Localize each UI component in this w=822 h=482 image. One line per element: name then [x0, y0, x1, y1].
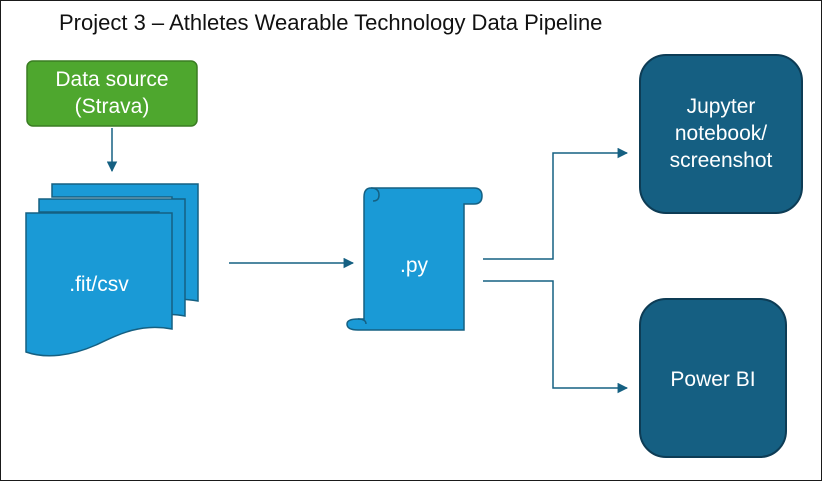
data-source-label-line2: (Strava): [75, 95, 150, 118]
arrow-script-to-jupyter: [483, 147, 629, 260]
powerbi-output-box: [639, 298, 787, 458]
diagram-title: Project 3 – Athletes Wearable Technology…: [59, 10, 602, 35]
data-source-node: Data source (Strava): [26, 60, 198, 127]
python-script-node: .py: [346, 187, 483, 331]
data-files-node: .fit/csv: [25, 183, 199, 357]
scroll-bottom-curl: [357, 318, 367, 325]
data-source-label-line1: Data source: [55, 68, 168, 91]
jupyter-label-line3: screenshot: [670, 149, 773, 172]
jupyter-label-line2: notebook/: [675, 122, 767, 145]
data-file-front-page: [25, 212, 173, 357]
arrow-script-to-powerbi: [483, 280, 629, 394]
scroll-body: [346, 187, 483, 331]
data-files-label: .fit/csv: [69, 273, 129, 296]
jupyter-label-line1: Jupyter: [687, 95, 756, 118]
scroll-top-curl: [370, 187, 380, 202]
data-source-box: [26, 60, 198, 127]
jupyter-output-node: Jupyter notebook/ screenshot: [639, 54, 803, 214]
python-script-label: .py: [400, 254, 429, 277]
powerbi-label: Power BI: [670, 368, 755, 391]
powerbi-output-node: Power BI: [639, 298, 787, 458]
jupyter-output-box: [639, 54, 803, 214]
